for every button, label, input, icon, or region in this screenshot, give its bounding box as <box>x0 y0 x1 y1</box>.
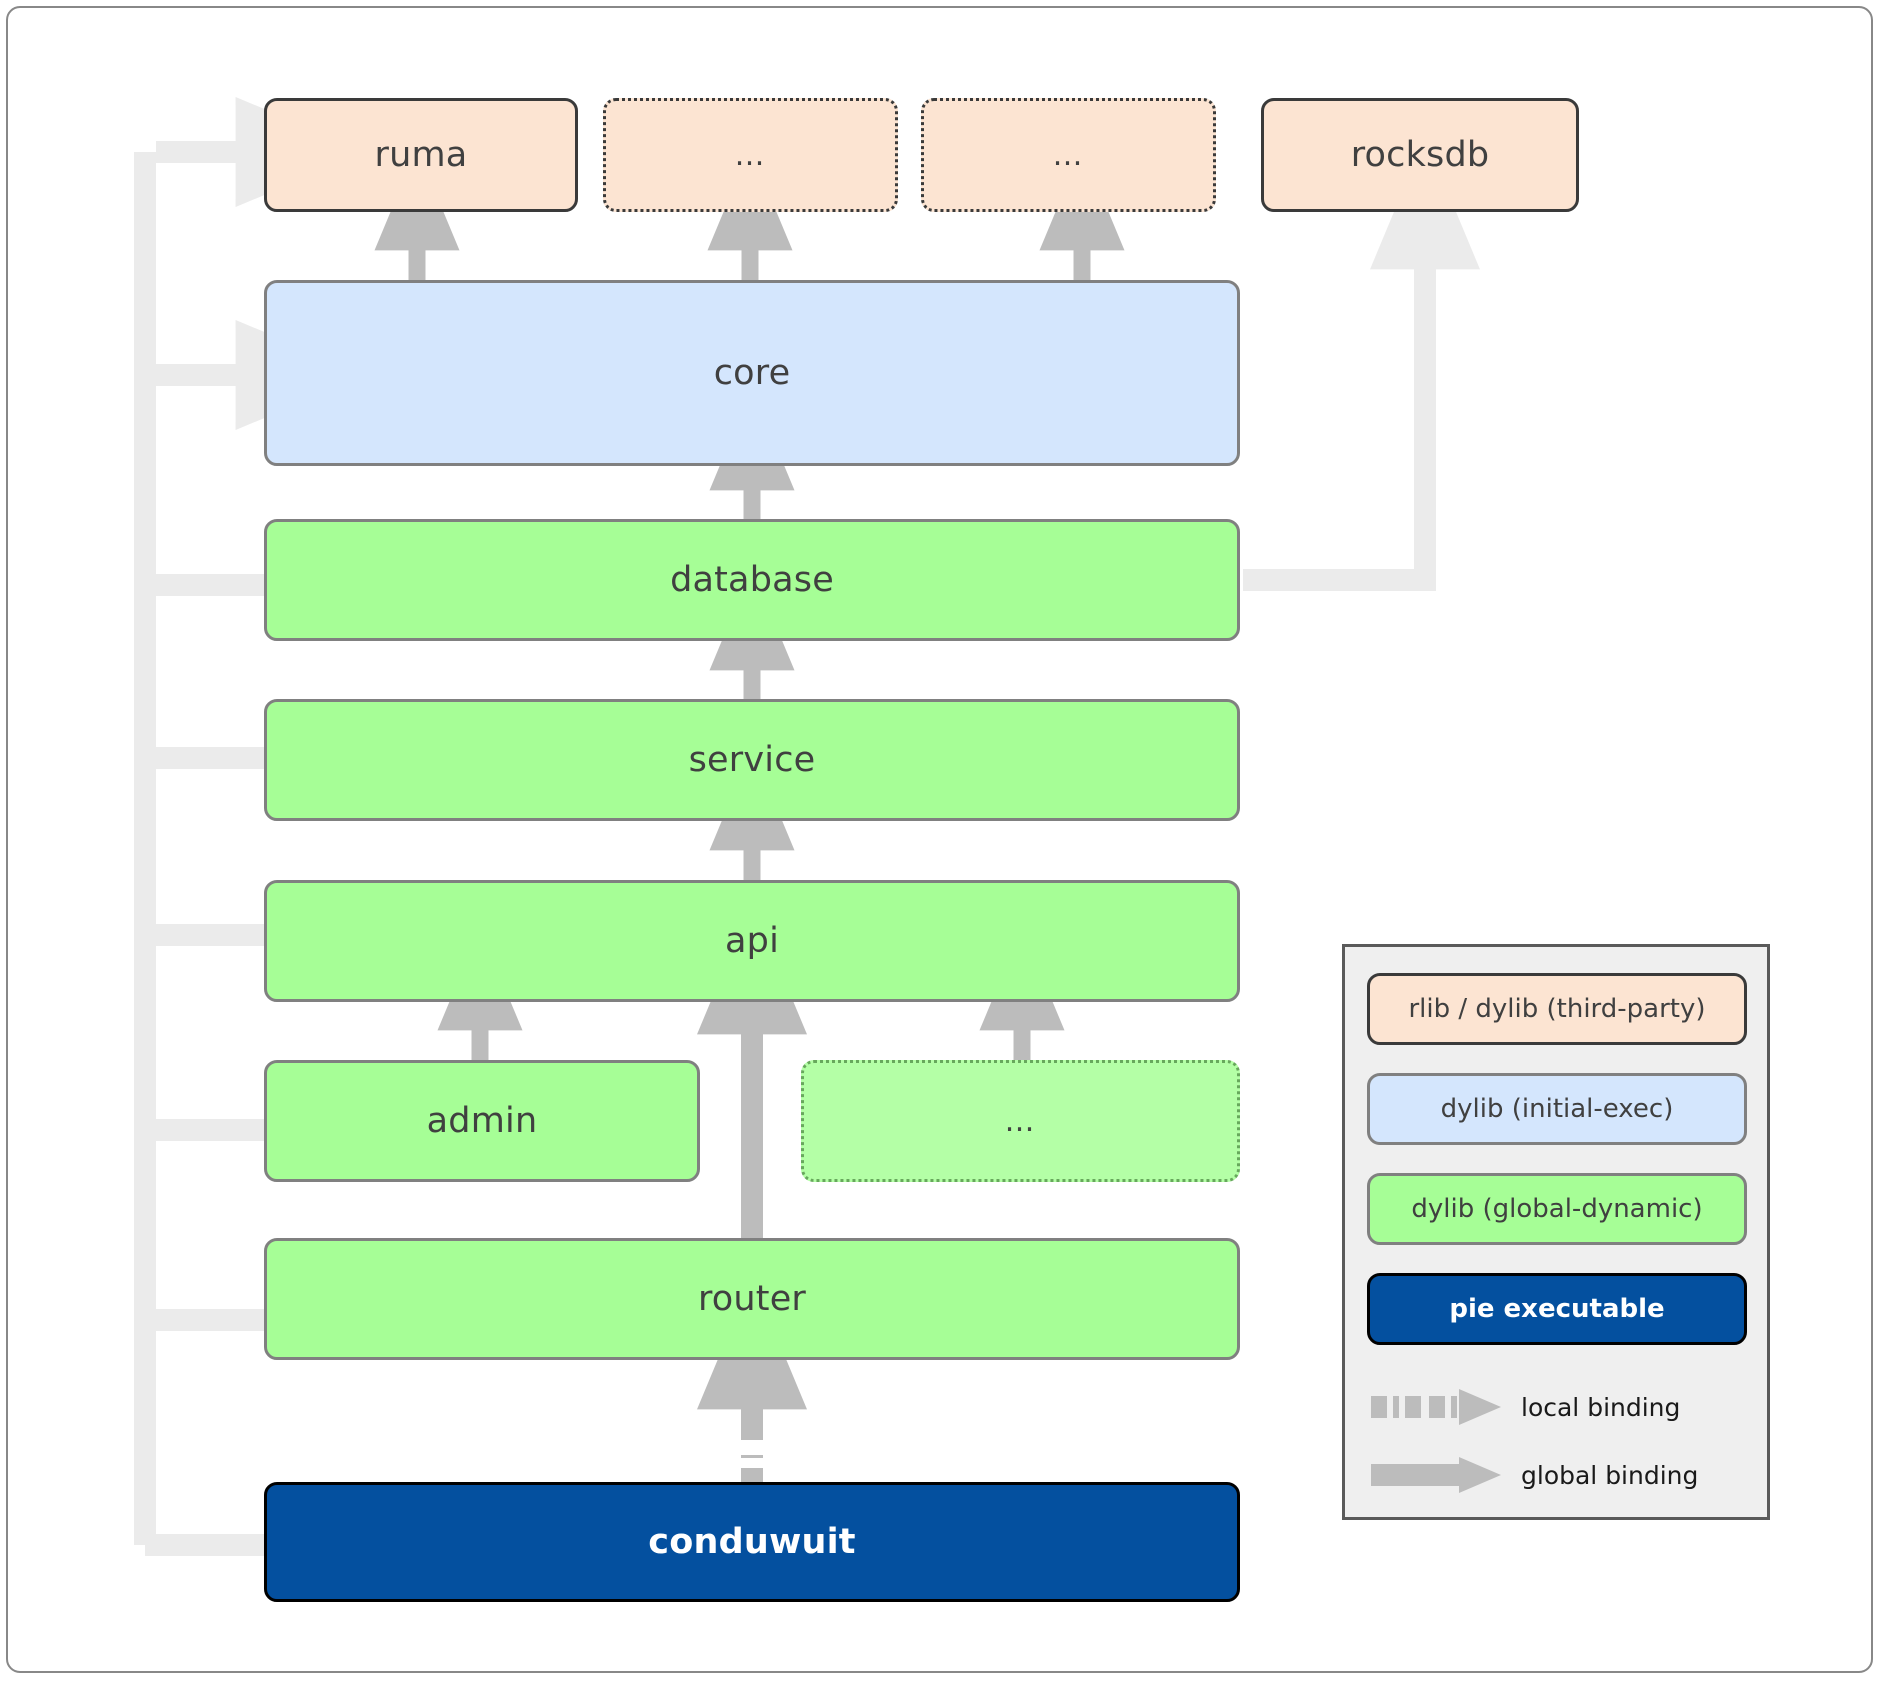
node-admin[interactable]: admin <box>264 1060 700 1182</box>
node-service[interactable]: service <box>264 699 1240 821</box>
edge-bus-arrowheads <box>156 97 368 430</box>
node-top-placeholder-2[interactable]: … <box>921 98 1216 212</box>
node-mid-placeholder[interactable]: … <box>801 1060 1240 1182</box>
legend-row-global-binding: global binding <box>1367 1447 1757 1503</box>
edge-core-to-top-row <box>374 148 1125 280</box>
node-api[interactable]: api <box>264 880 1240 1002</box>
node-database[interactable]: database <box>264 519 1240 641</box>
local-binding-arrow-icon <box>1371 1389 1501 1425</box>
legend-label-local-binding: local binding <box>1521 1392 1681 1422</box>
legend-swatch-dylib-global-dynamic: dylib (global-dynamic) <box>1367 1173 1747 1245</box>
node-conduwuit[interactable]: conduwuit <box>264 1482 1240 1602</box>
legend-label-global-binding: global binding <box>1521 1460 1699 1490</box>
global-binding-arrow-icon <box>1371 1457 1501 1493</box>
legend-swatch-pie-executable: pie executable <box>1367 1273 1747 1345</box>
node-core[interactable]: core <box>264 280 1240 466</box>
legend-panel: rlib / dylib (third-party) dylib (initia… <box>1342 944 1770 1520</box>
edge-bus-conduwuit <box>134 152 265 1556</box>
node-top-placeholder-1[interactable]: … <box>603 98 898 212</box>
legend-swatch-dylib-initial-exec: dylib (initial-exec) <box>1367 1073 1747 1145</box>
legend-row-local-binding: local binding <box>1367 1379 1757 1435</box>
node-rocksdb[interactable]: rocksdb <box>1261 98 1579 212</box>
edge-database-rocksdb <box>1243 137 1480 591</box>
legend-swatch-rlib-dylib-third-party: rlib / dylib (third-party) <box>1367 973 1747 1045</box>
node-router[interactable]: router <box>264 1238 1240 1360</box>
node-ruma[interactable]: ruma <box>264 98 578 212</box>
